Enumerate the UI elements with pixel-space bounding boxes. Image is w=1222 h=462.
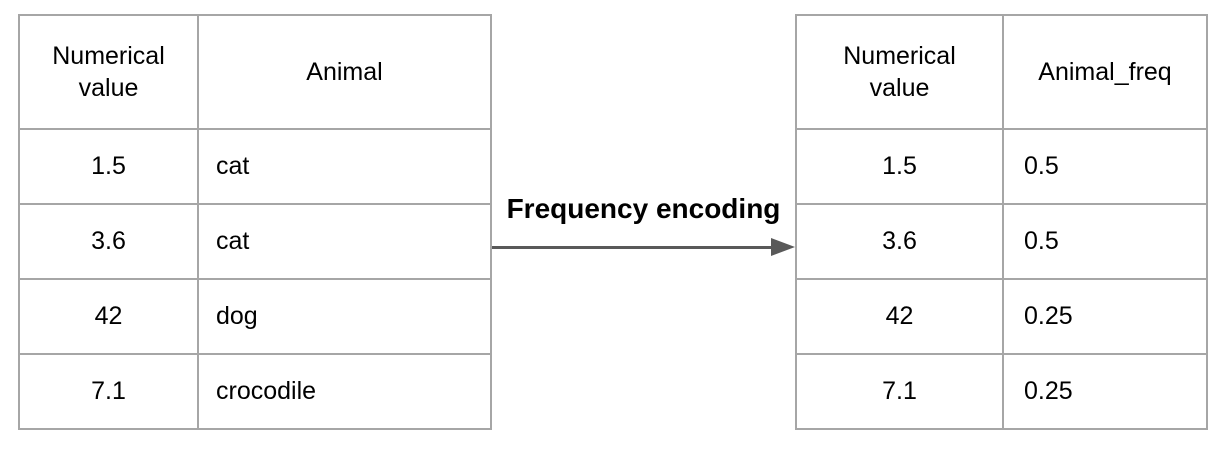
left-cell-animal: cat	[197, 128, 492, 205]
left-cell-animal: dog	[197, 278, 492, 355]
original-data-table: Numerical value Animal 1.5 cat 3.6 cat 4…	[18, 14, 492, 430]
transform-label: Frequency encoding	[506, 193, 781, 224]
right-cell-animal-freq: 0.25	[1002, 353, 1208, 430]
table-row: 1.5 cat	[18, 128, 492, 205]
header-row: Numerical value Animal_freq	[795, 14, 1208, 130]
right-column-header-animal-freq: Animal_freq	[1002, 14, 1208, 130]
left-column-header-animal: Animal	[197, 14, 492, 130]
right-cell-animal-freq: 0.25	[1002, 278, 1208, 355]
right-cell-numerical-value: 42	[795, 278, 1004, 355]
right-cell-numerical-value: 1.5	[795, 128, 1004, 205]
table-row: 7.1 crocodile	[18, 353, 492, 430]
right-column-header-numerical-value: Numerical value	[795, 14, 1004, 130]
right-cell-numerical-value: 3.6	[795, 203, 1004, 280]
left-cell-numerical-value: 3.6	[18, 203, 199, 280]
left-cell-animal: crocodile	[197, 353, 492, 430]
arrow-right-icon	[492, 246, 776, 249]
encoded-data-table: Numerical value Animal_freq 1.5 0.5 3.6 …	[795, 14, 1208, 430]
table-row: 3.6 cat	[18, 203, 492, 280]
right-cell-animal-freq: 0.5	[1002, 203, 1208, 280]
table-row: 7.1 0.25	[795, 353, 1208, 430]
left-cell-numerical-value: 1.5	[18, 128, 199, 205]
table-row: 3.6 0.5	[795, 203, 1208, 280]
transform-annotation: Frequency encoding	[492, 0, 795, 462]
right-cell-numerical-value: 7.1	[795, 353, 1004, 430]
arrow-head-icon	[771, 238, 795, 256]
left-column-header-numerical-value: Numerical value	[18, 14, 199, 130]
left-cell-animal: cat	[197, 203, 492, 280]
header-row: Numerical value Animal	[18, 14, 492, 130]
left-cell-numerical-value: 42	[18, 278, 199, 355]
table-row: 1.5 0.5	[795, 128, 1208, 205]
table-row: 42 0.25	[795, 278, 1208, 355]
table-row: 42 dog	[18, 278, 492, 355]
left-cell-numerical-value: 7.1	[18, 353, 199, 430]
right-cell-animal-freq: 0.5	[1002, 128, 1208, 205]
